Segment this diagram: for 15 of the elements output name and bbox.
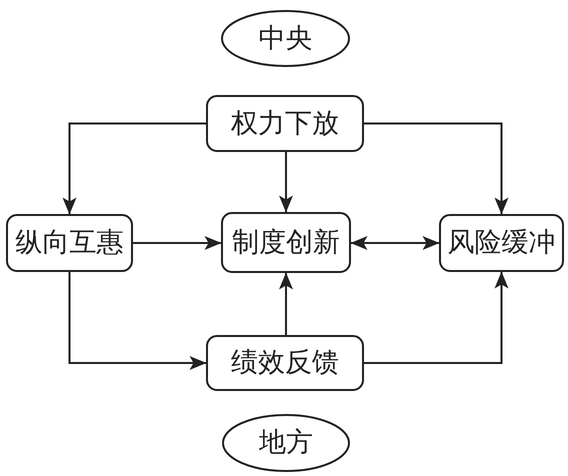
arrow xyxy=(133,236,222,250)
arrow xyxy=(350,236,440,250)
arrow xyxy=(279,272,293,335)
arrow xyxy=(68,272,206,370)
ellipse-node: 地方 xyxy=(222,414,350,472)
process-box: 纵向互惠 xyxy=(6,214,133,272)
process-box: 权力下放 xyxy=(206,95,364,152)
arrow xyxy=(364,272,508,364)
arrow xyxy=(364,122,508,214)
process-box: 风险缓冲 xyxy=(439,214,564,272)
arrow xyxy=(279,152,293,212)
ellipse-node: 中央 xyxy=(221,10,350,67)
process-box: 制度创新 xyxy=(221,212,351,273)
arrow xyxy=(62,122,206,214)
process-box: 绩效反馈 xyxy=(206,335,364,391)
